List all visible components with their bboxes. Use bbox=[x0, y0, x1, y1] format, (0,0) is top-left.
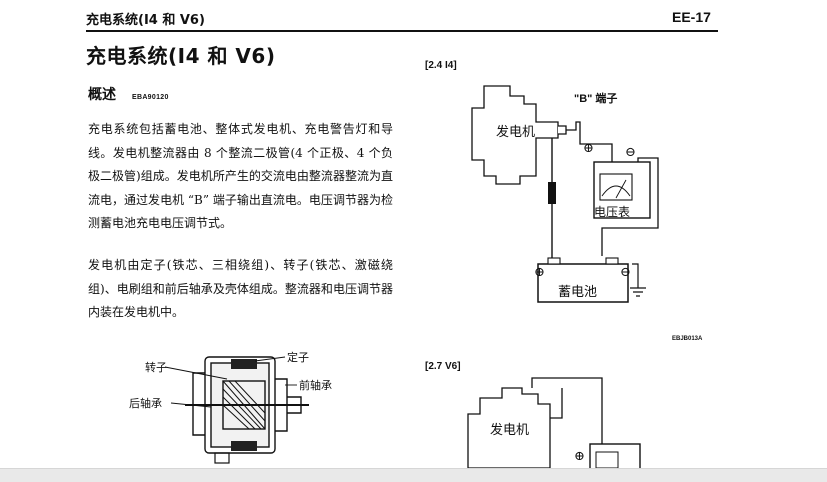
leader-rear-bearing bbox=[170, 402, 212, 408]
figure1-wiring-diagram: 发电机 "B" 端子 ⊕ ⊖ 电压表 ⊕ ⊖ 蓄电池 bbox=[471, 85, 659, 303]
voltmeter-v6-face bbox=[595, 451, 619, 468]
voltmeter-minus: ⊖ bbox=[625, 145, 636, 160]
leader-rotor bbox=[164, 366, 228, 380]
label-rotor: 转子 bbox=[145, 360, 167, 374]
figure1-code: EBJB013A bbox=[672, 336, 703, 342]
voltmeter-return-wire bbox=[601, 157, 659, 256]
manual-page: 充电系统(I4 和 V6) EE-17 充电系统(I4 和 V6) 概述 EBA… bbox=[86, 9, 718, 468]
label-rear-bearing: 后轴承 bbox=[129, 396, 162, 410]
ground-symbol bbox=[630, 263, 646, 297]
header-rule bbox=[86, 30, 718, 32]
v6-plus: ⊕ bbox=[574, 449, 585, 464]
generator-label: 发电机 bbox=[496, 124, 535, 140]
v6-wire bbox=[531, 377, 603, 444]
overview-paragraph-1: 充电系统包括蓄电池、整体式发电机、充电警告灯和导线。发电机整流器由 8 个整流二… bbox=[88, 122, 393, 230]
inline-connector bbox=[548, 182, 556, 204]
stator-core bbox=[231, 359, 257, 451]
mounting-boss bbox=[214, 452, 230, 464]
alternator-cross-section: 转子 定子 前轴承 后轴承 bbox=[129, 350, 332, 464]
figure1-label: [2.4 I4] bbox=[425, 60, 457, 71]
voltmeter-plus: ⊕ bbox=[583, 141, 594, 156]
overview-heading-row: 概述 EBA90120 bbox=[88, 84, 169, 104]
voltmeter-label: 电压表 bbox=[594, 205, 630, 219]
generator-body-v6 bbox=[467, 387, 551, 468]
header-section-title: 充电系统(I4 和 V6) bbox=[86, 13, 205, 28]
page-title: 充电系统(I4 和 V6) bbox=[86, 44, 276, 68]
voltmeter bbox=[593, 161, 651, 219]
figure2-wiring-diagram: 发电机 ⊕ bbox=[467, 377, 641, 468]
battery bbox=[537, 257, 629, 303]
overview-heading: 概述 bbox=[88, 87, 116, 103]
header-page-number: EE-17 bbox=[672, 9, 711, 25]
battery-label: 蓄电池 bbox=[558, 285, 597, 300]
generator-label-v6: 发电机 bbox=[490, 422, 529, 438]
label-stator: 定子 bbox=[287, 350, 309, 364]
terminal-wire bbox=[566, 121, 613, 162]
label-front-bearing: 前轴承 bbox=[299, 378, 332, 392]
overview-code: EBA90120 bbox=[132, 94, 169, 101]
b-terminal-label: "B" 端子 bbox=[574, 91, 617, 105]
viewer-bottom-strip bbox=[0, 468, 827, 482]
battery-minus: ⊖ bbox=[620, 265, 631, 280]
battery-plus: ⊕ bbox=[534, 265, 545, 280]
overview-paragraph-2: 发电机由定子(铁芯、三相绕组)、转子(铁芯、激磁绕组)、电刷组和前后轴承及壳体组… bbox=[88, 258, 393, 319]
leader-stator bbox=[254, 356, 286, 362]
figure2-label: [2.7 V6] bbox=[425, 361, 461, 372]
